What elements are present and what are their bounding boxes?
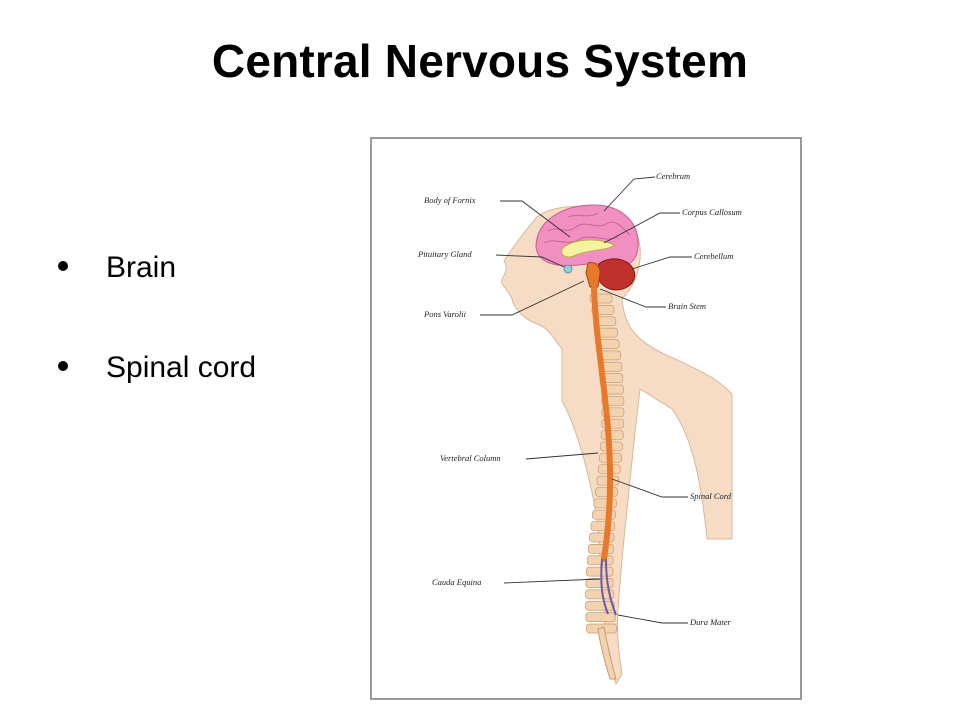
- slide-title: Central Nervous System: [211, 35, 749, 87]
- corpus-callosum-shape: [561, 239, 615, 258]
- bullet-spinal-cord: Spinal cord: [54, 348, 256, 400]
- leader-body-of-fornix: [500, 200, 571, 238]
- sacrum-shape: [597, 626, 617, 680]
- cns-diagram-frame: Cerebrum Body of Fornix Corpus Callosum …: [370, 137, 802, 700]
- vertebra: [592, 509, 616, 520]
- vertebra: [585, 600, 615, 611]
- cerebrum-folds: [543, 212, 631, 244]
- cns-diagram: Cerebrum Body of Fornix Corpus Callosum …: [417, 171, 742, 686]
- vertebra: [593, 498, 617, 509]
- bullet-dot-icon: [58, 261, 68, 271]
- bullet-list: Brain Spinal cord: [54, 248, 256, 448]
- leader-vertebral-column: [525, 452, 599, 460]
- vertebra: [600, 430, 624, 440]
- leader-brain-stem: [599, 288, 666, 308]
- leader-cauda-equina: [503, 578, 601, 584]
- leader-corpus-callosum: [603, 212, 680, 244]
- label-cauda-equina: Cauda Equina: [432, 577, 481, 587]
- label-brain-stem: Brain Stem: [668, 301, 706, 311]
- vertebra: [590, 521, 616, 531]
- bullet-text: Spinal cord: [106, 351, 257, 384]
- label-spinal-cord: Spinal Cord: [690, 491, 732, 501]
- leader-cerebellum: [631, 256, 692, 270]
- label-pituitary-gland: Pituitary Gland: [417, 249, 472, 259]
- vertebra: [595, 487, 618, 497]
- leader-pituitary-gland: [495, 254, 565, 268]
- label-cerebrum: Cerebrum: [656, 171, 690, 181]
- vertebra: [589, 532, 615, 543]
- bullet-dot-icon: [58, 361, 68, 371]
- cauda-equina-shape: [600, 558, 617, 616]
- label-cerebellum: Cerebellum: [694, 251, 733, 261]
- vertebra: [586, 566, 614, 577]
- vertebra: [585, 589, 614, 600]
- leader-spinal-cord: [611, 478, 688, 498]
- label-corpus-callosum: Corpus Callosum: [682, 207, 742, 217]
- leader-pons-varolii: [480, 280, 585, 316]
- vertebra: [587, 543, 614, 554]
- label-pons-varolii: Pons Varolii: [423, 309, 467, 319]
- label-body-of-fornix: Body of Fornix: [424, 195, 476, 205]
- spinal-cord-shape: [591, 286, 614, 562]
- pituitary-shape: [563, 264, 573, 274]
- bullet-brain: Brain: [54, 248, 256, 300]
- leader-cerebrum: [603, 176, 656, 212]
- leader-dura-mater: [617, 614, 688, 624]
- vertebra: [585, 612, 616, 622]
- bullet-text: Brain: [106, 251, 177, 284]
- label-dura-mater: Dura Mater: [689, 617, 732, 627]
- vertebra: [586, 555, 614, 566]
- label-vertebral-column: Vertebral Column: [440, 453, 501, 463]
